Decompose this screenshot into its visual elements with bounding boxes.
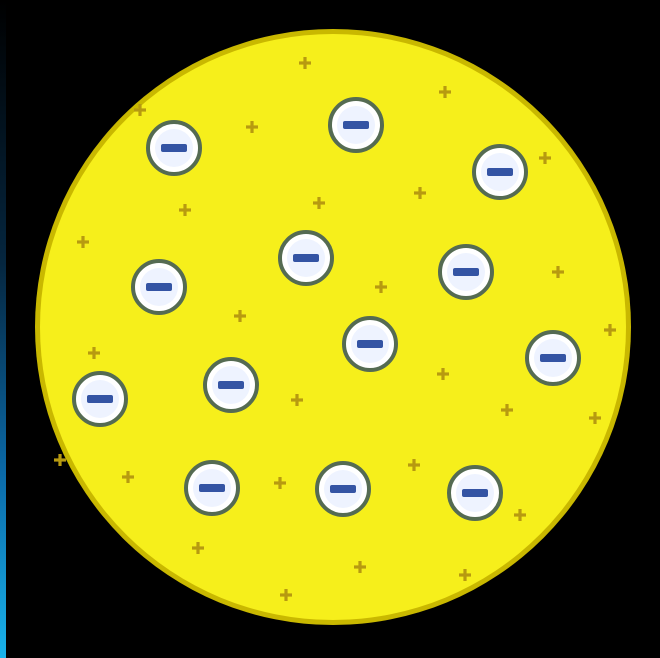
electron-12 <box>317 463 369 515</box>
minus-sign <box>293 254 319 262</box>
minus-sign <box>87 395 113 403</box>
electron-10 <box>74 373 126 425</box>
electron-1 <box>148 122 200 174</box>
electron-7 <box>344 318 396 370</box>
electron-4 <box>280 232 332 284</box>
electron-3 <box>474 146 526 198</box>
minus-sign <box>161 144 187 152</box>
minus-sign <box>462 489 488 497</box>
minus-sign <box>343 121 369 129</box>
minus-sign <box>199 484 225 492</box>
minus-sign <box>146 283 172 291</box>
electron-6 <box>133 261 185 313</box>
minus-sign <box>453 268 479 276</box>
minus-sign <box>540 354 566 362</box>
minus-sign <box>357 340 383 348</box>
positive-charge-27 <box>54 454 66 466</box>
electron-9 <box>205 359 257 411</box>
electron-13 <box>449 467 501 519</box>
electron-5 <box>440 246 492 298</box>
electron-11 <box>186 462 238 514</box>
minus-sign <box>487 168 513 176</box>
minus-sign <box>330 485 356 493</box>
electron-2 <box>330 99 382 151</box>
electron-8 <box>527 332 579 384</box>
minus-sign <box>218 381 244 389</box>
